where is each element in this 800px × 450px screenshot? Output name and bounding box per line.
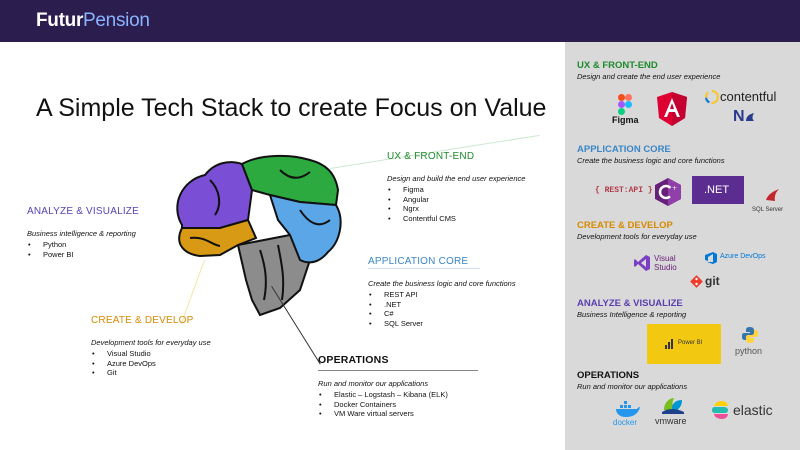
panel-ux-description: Design and create the end user experienc… xyxy=(577,72,721,81)
ngrx-mark xyxy=(746,113,754,121)
ux-list: Figma Angular Ngrx Contentful CMS xyxy=(387,185,525,223)
core-description: Create the business logic and core funct… xyxy=(368,279,516,288)
python-label: python xyxy=(735,346,763,356)
contentful-icon xyxy=(705,90,719,104)
vmware-label: vmware xyxy=(655,416,687,426)
powerbi-icon xyxy=(665,339,673,349)
list-item: Figma xyxy=(387,185,525,195)
figma-icon xyxy=(618,94,632,115)
header-bar: FuturPension xyxy=(0,0,800,42)
create-description: Development tools for everyday use xyxy=(91,338,211,347)
list-item: Contentful CMS xyxy=(387,214,525,224)
visualstudio-icon xyxy=(634,255,650,271)
ux-description: Design and build the end user experience xyxy=(387,174,526,183)
core-heading: APPLICATION CORE xyxy=(368,256,469,267)
create-heading: CREATE & DEVELOP xyxy=(91,315,194,326)
vmware-icon xyxy=(662,398,684,414)
restapi-logo: { REST:API } xyxy=(595,186,653,195)
dotnet-logo: .NET xyxy=(692,176,744,204)
brain-core-region xyxy=(268,193,342,264)
ux-heading: UX & FRONT-END xyxy=(387,151,475,162)
list-item: Git xyxy=(91,368,211,378)
list-item: Visual Studio xyxy=(91,349,211,359)
contentful-label: contentful xyxy=(720,89,777,104)
azuredevops-label: Azure DevOps xyxy=(720,253,766,260)
core-list: REST API .NET C# SQL Server xyxy=(368,290,516,328)
elastic-label: elastic xyxy=(733,402,773,418)
operations-description: Run and monitor our applications xyxy=(318,379,429,388)
ngrx-icon: N xyxy=(733,108,745,125)
azuredevops-icon xyxy=(705,252,717,264)
docker-label: docker xyxy=(613,418,638,427)
panel-core-description: Create the business logic and core funct… xyxy=(577,156,725,165)
angular-icon xyxy=(657,92,687,126)
panel-ux-block: UX & FRONT-END Design and create the end… xyxy=(577,60,720,81)
list-item: Angular xyxy=(387,195,525,205)
csharp-icon: + xyxy=(655,178,681,206)
operations-section: OPERATIONS Run and monitor our applicati… xyxy=(318,354,448,419)
list-item: Ngrx xyxy=(387,204,525,214)
panel-analyze-block: ANALYZE & VISUALIZE Business Intelligenc… xyxy=(577,298,686,319)
operations-list: Elastic – Logstash – Kibana (ELK) Docker… xyxy=(318,390,448,419)
docker-icon xyxy=(616,401,640,417)
git-label: git xyxy=(705,274,720,288)
futurpension-logo: FuturPension xyxy=(36,10,150,31)
core-leader-line xyxy=(368,268,480,269)
operations-heading: OPERATIONS xyxy=(318,354,389,366)
list-item: Docker Containers xyxy=(318,400,448,410)
visualstudio-label-2: Studio xyxy=(654,263,677,272)
panel-analyze-heading: ANALYZE & VISUALIZE xyxy=(577,298,683,309)
panel-ux-heading: UX & FRONT-END xyxy=(577,60,658,71)
list-item: C# xyxy=(368,309,516,319)
brain-ux-region xyxy=(240,154,340,207)
panel-core-heading: APPLICATION CORE xyxy=(577,144,671,155)
operations-underline xyxy=(318,370,478,371)
analyze-section: ANALYZE & VISUALIZE Business intelligenc… xyxy=(27,206,139,259)
panel-core-block: APPLICATION CORE Create the business log… xyxy=(577,144,725,165)
elastic-icon xyxy=(712,401,728,419)
list-item: Power BI xyxy=(27,250,139,260)
panel-create-description: Development tools for everyday use xyxy=(577,232,697,241)
git-icon xyxy=(690,275,703,288)
create-section: CREATE & DEVELOP Development tools for e… xyxy=(91,315,211,378)
figma-label: Figma xyxy=(612,115,639,125)
create-list: Visual Studio Azure DevOps Git xyxy=(91,349,211,378)
brain-create-region xyxy=(178,218,258,258)
visualstudio-label-1: Visual xyxy=(654,254,676,263)
panel-operations-heading: OPERATIONS xyxy=(577,370,640,381)
panel-analyze-description: Business Intelligence & reporting xyxy=(577,310,687,319)
svg-text:+: + xyxy=(672,185,677,192)
tech-logo-panel: UX & FRONT-END Design and create the end… xyxy=(565,42,800,450)
panel-operations-block: OPERATIONS Run and monitor our applicati… xyxy=(577,370,687,391)
list-item: SQL Server xyxy=(368,319,516,329)
sqlserver-icon xyxy=(766,189,779,201)
analyze-heading: ANALYZE & VISUALIZE xyxy=(27,206,139,217)
analyze-description: Business intelligence & reporting xyxy=(27,229,136,238)
list-item: Python xyxy=(27,240,139,250)
panel-create-heading: CREATE & DEVELOP xyxy=(577,220,673,231)
powerbi-logo: Power BI xyxy=(647,324,721,364)
list-item: .NET xyxy=(368,300,516,310)
sqlserver-label: SQL Server xyxy=(752,207,784,213)
analyze-list: Python Power BI xyxy=(27,240,139,259)
list-item: Azure DevOps xyxy=(91,359,211,369)
python-icon xyxy=(742,327,758,343)
core-section: APPLICATION CORE Create the business log… xyxy=(368,256,516,328)
brain-illustration xyxy=(176,154,342,317)
slide-title: A Simple Tech Stack to create Focus on V… xyxy=(36,94,547,122)
ux-section: UX & FRONT-END Design and build the end … xyxy=(387,151,525,223)
panel-create-block: CREATE & DEVELOP Development tools for e… xyxy=(577,220,697,241)
list-item: Elastic – Logstash – Kibana (ELK) xyxy=(318,390,448,400)
panel-operations-description: Run and monitor our applications xyxy=(577,382,688,391)
list-item: VM Ware virtual servers xyxy=(318,409,448,419)
brain-analyze-region xyxy=(176,161,254,229)
list-item: REST API xyxy=(368,290,516,300)
